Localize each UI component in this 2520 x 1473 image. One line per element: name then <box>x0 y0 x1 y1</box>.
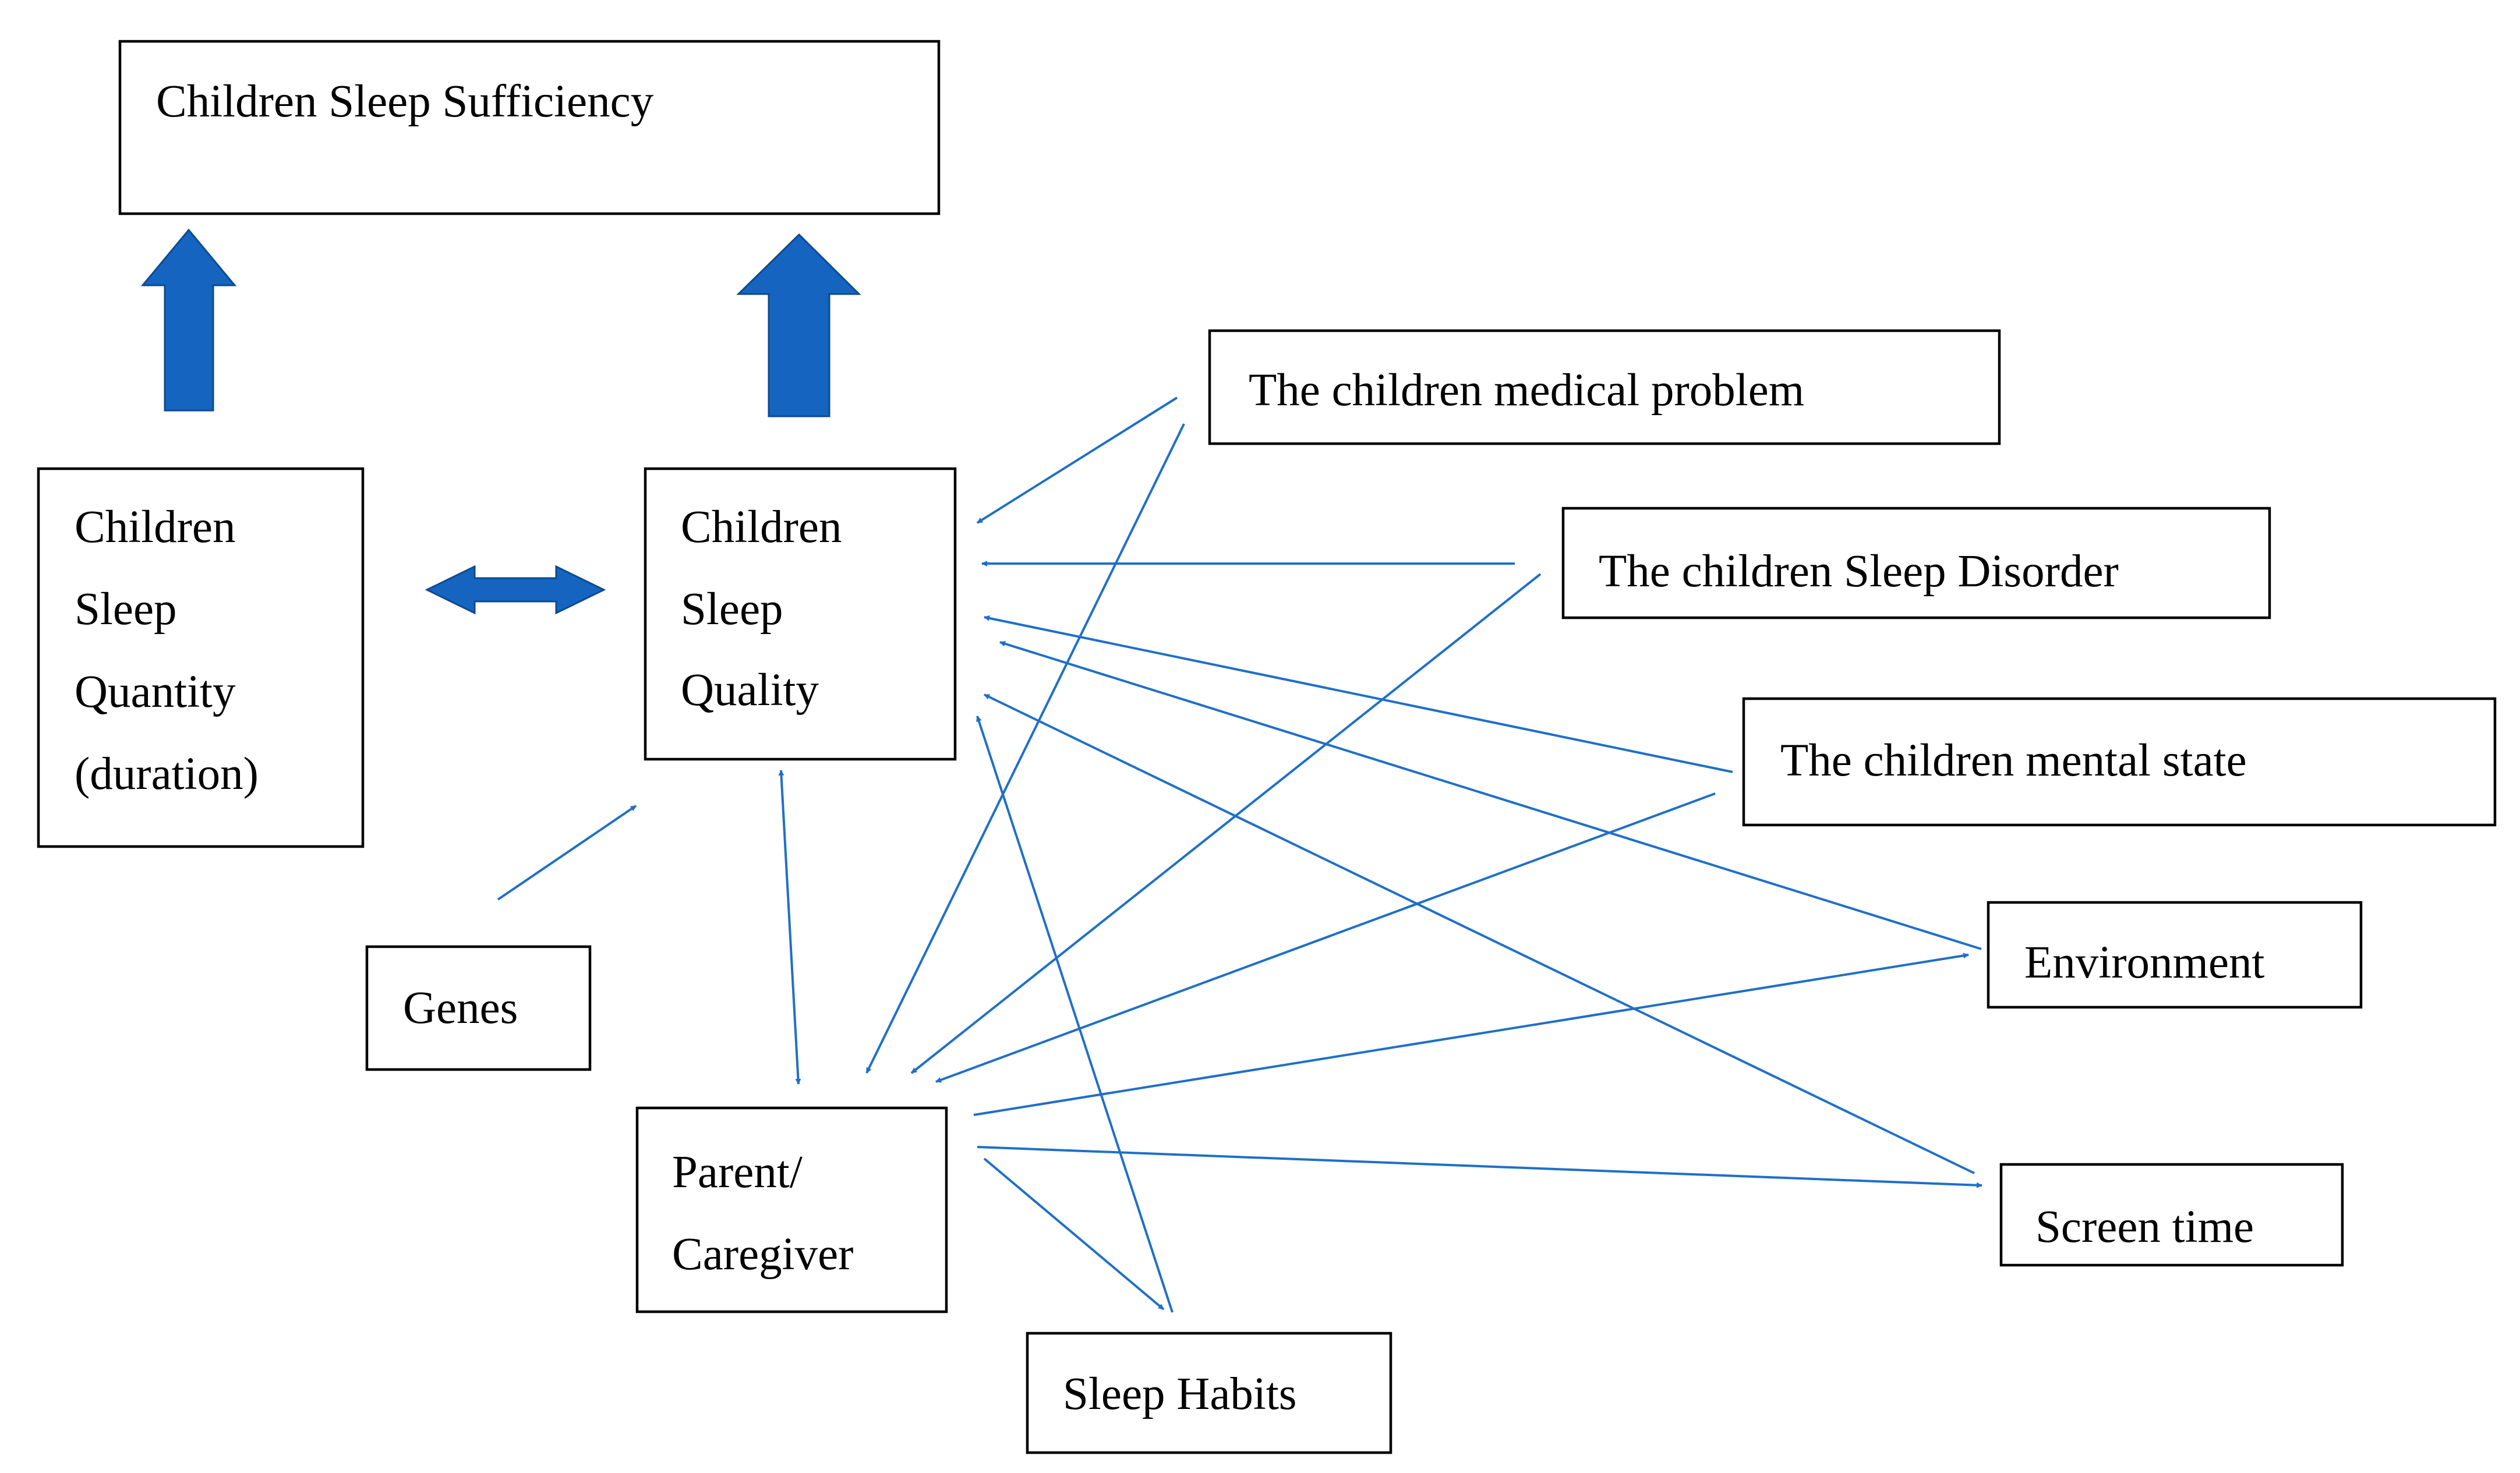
arrow-mental-to-quality <box>984 615 1733 773</box>
node-parent-caregiver: Parent/ Caregiver <box>635 1106 948 1313</box>
node-label-line: Parent/ <box>672 1147 803 1198</box>
node-children-sleep-quantity: Children Sleep Quantity (duration) <box>37 467 365 848</box>
arrow-parent-to-habits <box>983 1157 1165 1311</box>
arrow-parent-to-environment <box>973 953 1969 1116</box>
node-label-line: Genes <box>403 983 518 1033</box>
node-label-line: Quality <box>681 665 819 716</box>
node-label-line: Quantity <box>75 667 236 717</box>
node-label-line: Children <box>681 502 842 553</box>
arrow-environment-to-quality <box>999 640 1982 950</box>
double-arrow-quality-parent <box>778 770 801 1085</box>
node-label-line: Children Sleep Sufficiency <box>156 76 654 127</box>
arrow-parent-to-screen <box>977 1146 1982 1188</box>
node-label-line: The children medical problem <box>1249 365 1804 416</box>
node-environment: Environment <box>1987 901 2363 1009</box>
node-label-line: Sleep <box>681 584 783 635</box>
node-label-line: Caregiver <box>672 1229 853 1280</box>
node-label-line: Sleep <box>75 584 177 635</box>
node-children-sleep-quality: Children Sleep Quality <box>644 467 957 761</box>
block-arrow-quantity-to-sufficiency <box>140 228 237 412</box>
node-label-line: Environment <box>2024 937 2265 988</box>
block-double-arrow-quantity-quality <box>425 565 606 615</box>
block-arrow-quality-to-sufficiency <box>736 233 861 417</box>
node-children-mental-state: The children mental state <box>1742 697 2497 827</box>
arrow-medical-to-quality <box>976 396 1178 524</box>
node-children-sleep-disorder: The children Sleep Disorder <box>1561 507 2271 619</box>
node-label-line: The children Sleep Disorder <box>1599 546 2119 597</box>
node-children-sleep-sufficiency: Children Sleep Sufficiency <box>118 40 941 215</box>
node-screen-time: Screen time <box>1999 1163 2344 1267</box>
node-label-line: Screen time <box>2035 1202 2254 1252</box>
node-label-line: Sleep Habits <box>1063 1369 1297 1419</box>
arrow-mental-to-parent <box>935 792 1716 1083</box>
arrow-disorder-to-parent <box>910 573 1542 1074</box>
node-label-line: (duration) <box>75 749 259 799</box>
arrow-genes-to-quality <box>497 805 637 901</box>
edges-layer <box>140 228 1982 1313</box>
node-label-line: The children mental state <box>1780 735 2247 786</box>
node-genes: Genes <box>365 945 592 1071</box>
node-children-medical-problem: The children medical problem <box>1208 329 2001 445</box>
node-label-line: Children <box>75 502 235 553</box>
node-sleep-habits: Sleep Habits <box>1026 1332 1392 1454</box>
arrow-medical-to-parent <box>865 423 1185 1074</box>
arrow-screen-to-quality <box>984 693 1975 1174</box>
arrow-habits-to-quality <box>976 716 1174 1313</box>
